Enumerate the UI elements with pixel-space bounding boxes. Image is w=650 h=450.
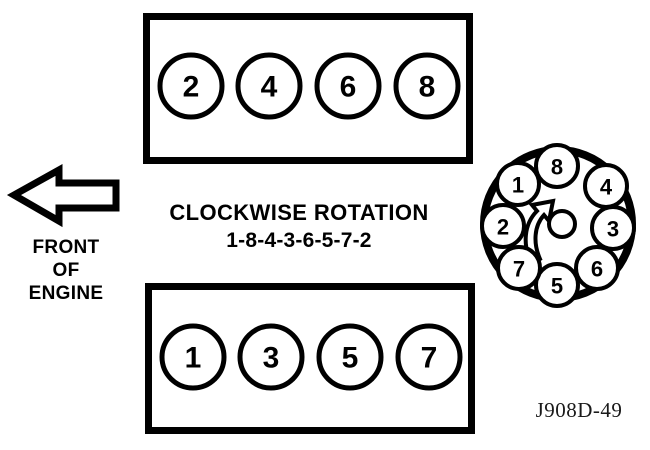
distributor-terminal-7: 7 <box>496 245 542 291</box>
cylinder-top-1: 2 <box>157 52 225 120</box>
terminal-number: 3 <box>607 217 619 242</box>
cylinder-number: 4 <box>261 71 278 104</box>
cylinder-circle <box>157 52 225 120</box>
clockwise-rotation-arrow-icon <box>523 198 556 267</box>
cylinder-number: 1 <box>185 342 202 375</box>
terminal-circle <box>534 143 580 189</box>
distributor-terminal-4: 4 <box>583 163 629 209</box>
firing-order-text: 1-8-4-3-6-5-7-2 <box>226 229 371 252</box>
distributor-terminal-1: 1 <box>495 161 541 207</box>
cylinder-circle <box>393 52 461 120</box>
top-cylinder-bank: 2 4 6 8 <box>143 13 473 164</box>
terminal-number: 4 <box>600 175 613 200</box>
cylinder-circle <box>235 52 303 120</box>
terminal-circle <box>480 203 526 249</box>
cylinder-number: 8 <box>419 71 436 104</box>
terminal-circle <box>574 245 620 291</box>
cylinder-circle <box>237 323 305 391</box>
terminal-number: 1 <box>512 173 524 198</box>
front-label-line1: FRONT <box>33 237 100 258</box>
distributor-terminal-3: 3 <box>590 205 636 251</box>
distributor-terminal-6: 6 <box>574 245 620 291</box>
front-label-line3: ENGINE <box>29 283 104 304</box>
terminal-number: 2 <box>497 215 509 240</box>
cylinder-circle <box>314 52 382 120</box>
distributor-terminal-8: 8 <box>534 143 580 189</box>
rotation-title: CLOCKWISE ROTATION <box>169 200 428 225</box>
rotor-hub-icon <box>547 209 577 239</box>
cylinder-number: 3 <box>263 342 280 375</box>
front-of-engine-group: FRONT OF ENGINE <box>6 164 120 304</box>
cylinder-circle <box>316 323 384 391</box>
cylinder-bottom-2: 3 <box>237 323 305 391</box>
cylinder-number: 6 <box>340 71 357 104</box>
cylinder-circle <box>395 323 463 391</box>
terminal-circle <box>534 262 580 308</box>
cylinder-number: 2 <box>183 71 200 104</box>
terminal-number: 5 <box>551 274 563 299</box>
terminal-number: 7 <box>513 257 525 282</box>
terminal-number: 6 <box>591 257 603 282</box>
terminal-circle <box>590 205 636 251</box>
cylinder-top-2: 4 <box>235 52 303 120</box>
cylinder-number: 5 <box>342 342 359 375</box>
terminal-number: 8 <box>551 155 563 180</box>
cylinder-circle <box>159 323 227 391</box>
terminal-circle <box>496 245 542 291</box>
front-label-line2: OF <box>53 260 80 281</box>
cylinder-bottom-4: 7 <box>395 323 463 391</box>
cylinder-number: 7 <box>421 342 438 375</box>
distributor-terminal-2: 2 <box>480 203 526 249</box>
distributor-cap: 8 4 3 6 5 7 2 <box>480 143 636 308</box>
cylinder-top-3: 6 <box>314 52 382 120</box>
front-arrow-icon <box>6 164 120 228</box>
cylinder-bottom-1: 1 <box>159 323 227 391</box>
distributor-terminal-5: 5 <box>534 262 580 308</box>
bottom-cylinder-bank: 1 3 5 7 <box>145 283 475 434</box>
reference-code: J908D-49 <box>536 398 623 422</box>
terminal-circle <box>495 161 541 207</box>
cylinder-top-4: 8 <box>393 52 461 120</box>
cylinder-bottom-3: 5 <box>316 323 384 391</box>
